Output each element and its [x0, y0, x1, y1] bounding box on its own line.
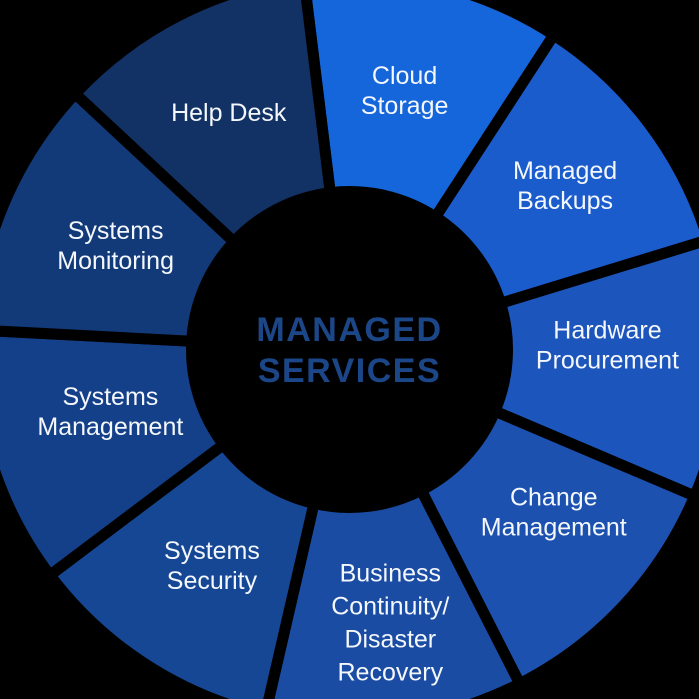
segment-cloud-storage [301, 0, 560, 223]
segment-label-help-desk: Help Desk [171, 99, 287, 127]
segment-systems-monitoring [0, 88, 240, 347]
center-title-line1: MANAGED [256, 311, 442, 349]
segment-systems-security [44, 439, 320, 699]
segment-managed-backups [430, 29, 699, 309]
segment-business-continuity-disaster-recovery [263, 484, 526, 699]
center-title-line2: SERVICES [258, 352, 441, 390]
segment-help-desk [69, 0, 336, 248]
segment-systems-management [0, 325, 229, 581]
